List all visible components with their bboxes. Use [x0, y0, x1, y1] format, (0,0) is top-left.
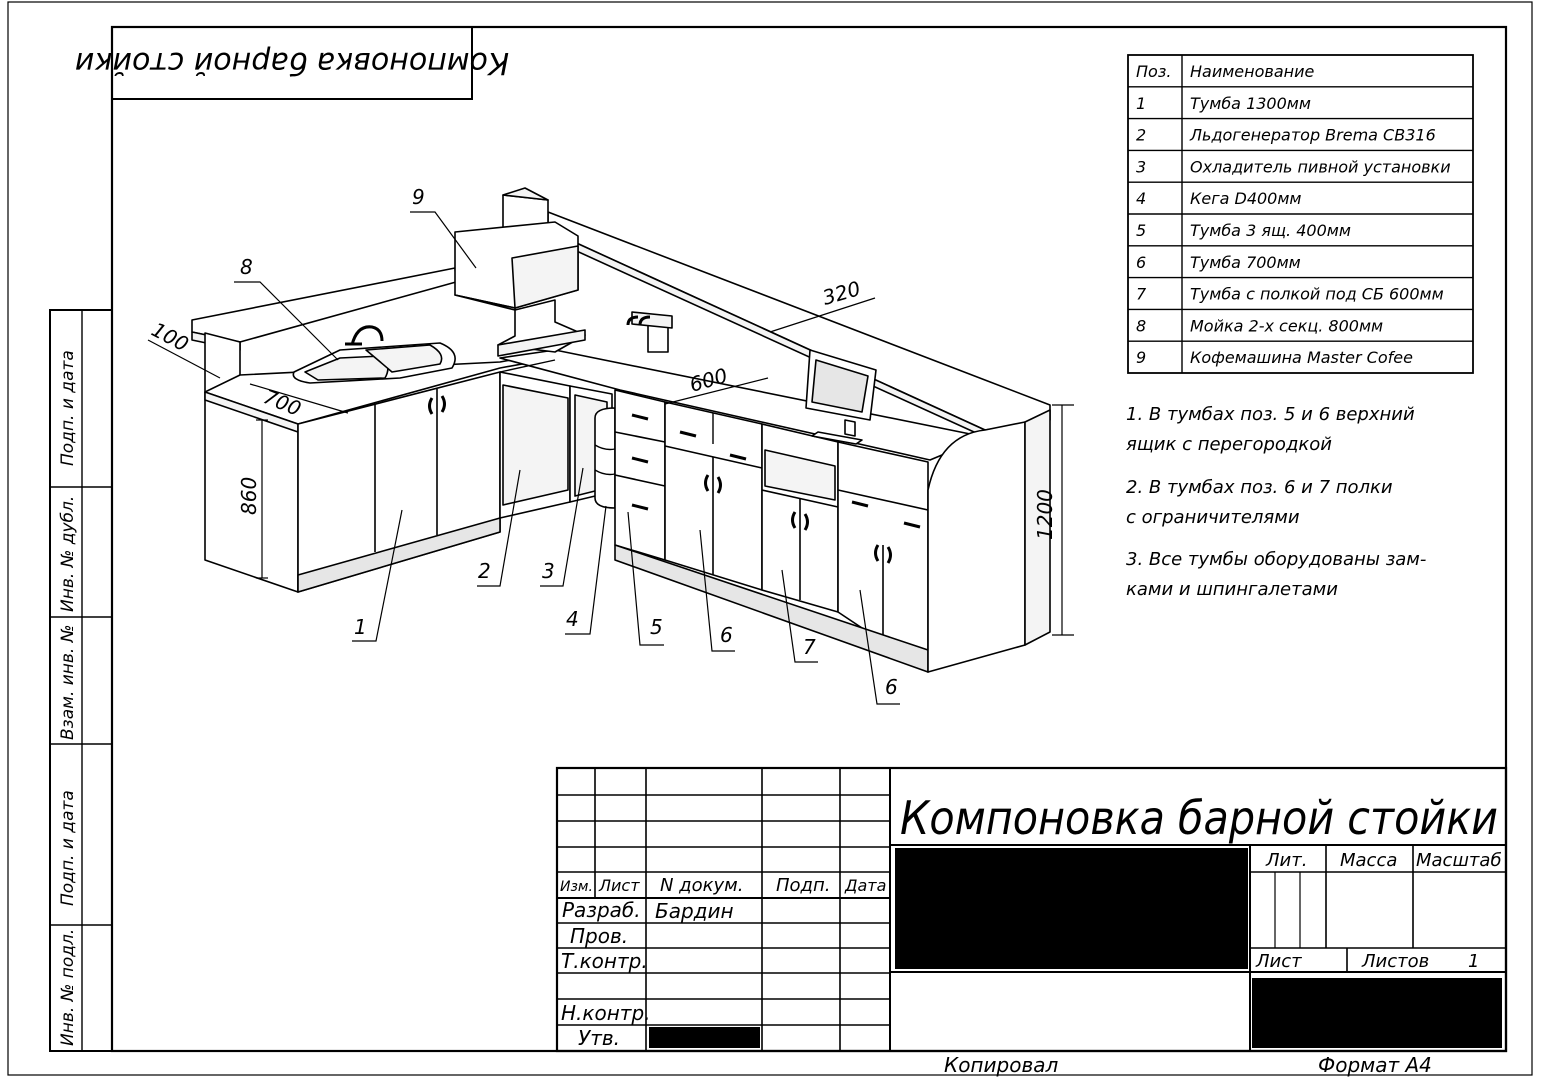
- ice-maker-front: [502, 384, 569, 506]
- parts-row-name: Мойка 2-х секц. 800мм: [1190, 316, 1383, 335]
- side-label-vzam-inv: Взам. инв. №: [58, 625, 78, 740]
- label-listov: Листов: [1361, 951, 1429, 972]
- redacted-block-utv: [649, 1027, 760, 1048]
- parts-row-name: Тумба 700мм: [1190, 253, 1301, 272]
- callout-7: 7: [803, 635, 816, 659]
- value-listov: 1: [1468, 951, 1479, 972]
- note-2-line-1: 2. В тумбах поз. 6 и 7 полки: [1126, 477, 1393, 498]
- row-razrab-name: Бардин: [655, 899, 734, 923]
- parts-row-name: Тумба с полкой под СБ 600мм: [1190, 285, 1444, 304]
- parts-header-pos: Поз.: [1136, 62, 1171, 81]
- side-label-inv-podl: Инв. № подл.: [58, 929, 78, 1046]
- double-sink: [292, 325, 456, 384]
- end-panel-side: [1024, 409, 1051, 646]
- beer-tap: [626, 311, 673, 353]
- parts-row-name: Льдогенератор Brema CB316: [1189, 126, 1436, 145]
- parts-row-name: Тумба 3 ящ. 400мм: [1190, 221, 1351, 240]
- note-3-line-2: ками и шпингалетами: [1126, 579, 1338, 600]
- label-format: Формат А4: [1318, 1053, 1432, 1077]
- parts-row-name: Кофемашина Master Cofee: [1190, 348, 1413, 367]
- row-prov: Пров.: [570, 924, 628, 948]
- callout-4: 4: [566, 607, 579, 631]
- bar-counter-drawing: 100 700 860 600 320 1200 1 2 3: [148, 185, 1074, 705]
- parts-row-pos: 7: [1136, 285, 1147, 304]
- redacted-block-main: [895, 848, 1248, 969]
- col-izm: Изм.: [560, 879, 593, 895]
- mirrored-title-stamp: Компоновка барной стойки: [75, 26, 509, 100]
- label-lit: Лит.: [1265, 850, 1307, 871]
- callout-9: 9: [412, 185, 425, 209]
- parts-table: Поз. Наименование 1 Тумба 1300мм 2 Льдогенера…: [1127, 54, 1474, 374]
- rounded-end-panel: [927, 421, 1026, 673]
- parts-header-name: Наименование: [1190, 62, 1314, 81]
- left-raised-shelf: [191, 267, 457, 343]
- parts-row-pos: 1: [1136, 94, 1146, 113]
- parts-row-pos: 5: [1136, 221, 1146, 240]
- note-1-line-2: ящик с перегородкой: [1126, 434, 1332, 455]
- parts-row-name: Кега D400мм: [1190, 189, 1302, 208]
- callouts: 1 2 3 4 5 6 7 6 8 9: [234, 185, 900, 705]
- monitor: [805, 349, 877, 445]
- parts-row-pos: 8: [1136, 316, 1146, 335]
- parts-row-pos: 4: [1136, 189, 1146, 208]
- cabinet-7-open-shelf: [764, 449, 836, 501]
- col-list: Лист: [598, 876, 640, 895]
- title-block: Компоновка барной стойки Изм. Лист N док…: [555, 766, 1508, 1077]
- note-1-line-1: 1. В тумбах поз. 5 и 6 верхний: [1126, 404, 1415, 425]
- row-razrab: Разраб.: [562, 898, 641, 922]
- parts-row-pos: 2: [1136, 126, 1146, 145]
- col-podp: Подп.: [776, 875, 830, 896]
- parts-row-pos: 3: [1136, 157, 1146, 176]
- note-3-line-1: 3. Все тумбы оборудованы зам-: [1126, 549, 1426, 570]
- label-list: Лист: [1255, 951, 1302, 972]
- dim-100: 100: [148, 317, 193, 356]
- parts-row-pos: 6: [1136, 253, 1146, 272]
- parts-row-name: Тумба 1300мм: [1190, 94, 1311, 113]
- parts-row-name: Охладитель пивной установки: [1190, 157, 1451, 176]
- col-doc: N докум.: [660, 875, 743, 896]
- label-kopiroval: Копировал: [944, 1053, 1058, 1077]
- callout-6b: 6: [885, 675, 898, 699]
- callout-5: 5: [650, 615, 663, 639]
- callout-3: 3: [542, 559, 555, 583]
- notes: 1. В тумбах поз. 5 и 6 верхний ящик с пе…: [1126, 404, 1426, 600]
- side-label-podp-data-2: Подп. и дата: [58, 790, 78, 906]
- side-label-inv-dubl: Инв. № дубл.: [58, 496, 78, 612]
- cabinet-1-plinth: [297, 517, 501, 593]
- title-block-title: Компоновка барной стойки: [900, 791, 1498, 845]
- col-data: Дата: [844, 876, 886, 895]
- mirrored-title-text: Компоновка барной стойки: [75, 45, 509, 80]
- row-tkontr: Т.контр.: [561, 949, 648, 973]
- row-utv: Утв.: [578, 1026, 620, 1050]
- note-2-line-2: с ограничителями: [1126, 507, 1300, 528]
- parts-row-pos: 9: [1136, 348, 1146, 367]
- callout-8: 8: [240, 255, 253, 279]
- side-label-podp-data-1: Подп. и дата: [58, 350, 78, 466]
- coffee-machine: [454, 187, 586, 357]
- side-strip: Подп. и дата Инв. № дубл. Взам. инв. № П…: [49, 309, 113, 1052]
- dim-1200: 1200: [1033, 489, 1057, 540]
- callout-2: 2: [478, 559, 491, 583]
- keg-drawing: [594, 407, 616, 509]
- row-nkontr: Н.контр.: [561, 1001, 651, 1025]
- redacted-block-org: [1252, 978, 1502, 1048]
- callout-1: 1: [354, 615, 367, 639]
- dim-860: 860: [237, 477, 261, 515]
- label-masshtab: Масштаб: [1416, 850, 1502, 871]
- dim-320: 320: [820, 276, 863, 310]
- label-massa: Масса: [1340, 850, 1397, 871]
- callout-6a: 6: [720, 623, 733, 647]
